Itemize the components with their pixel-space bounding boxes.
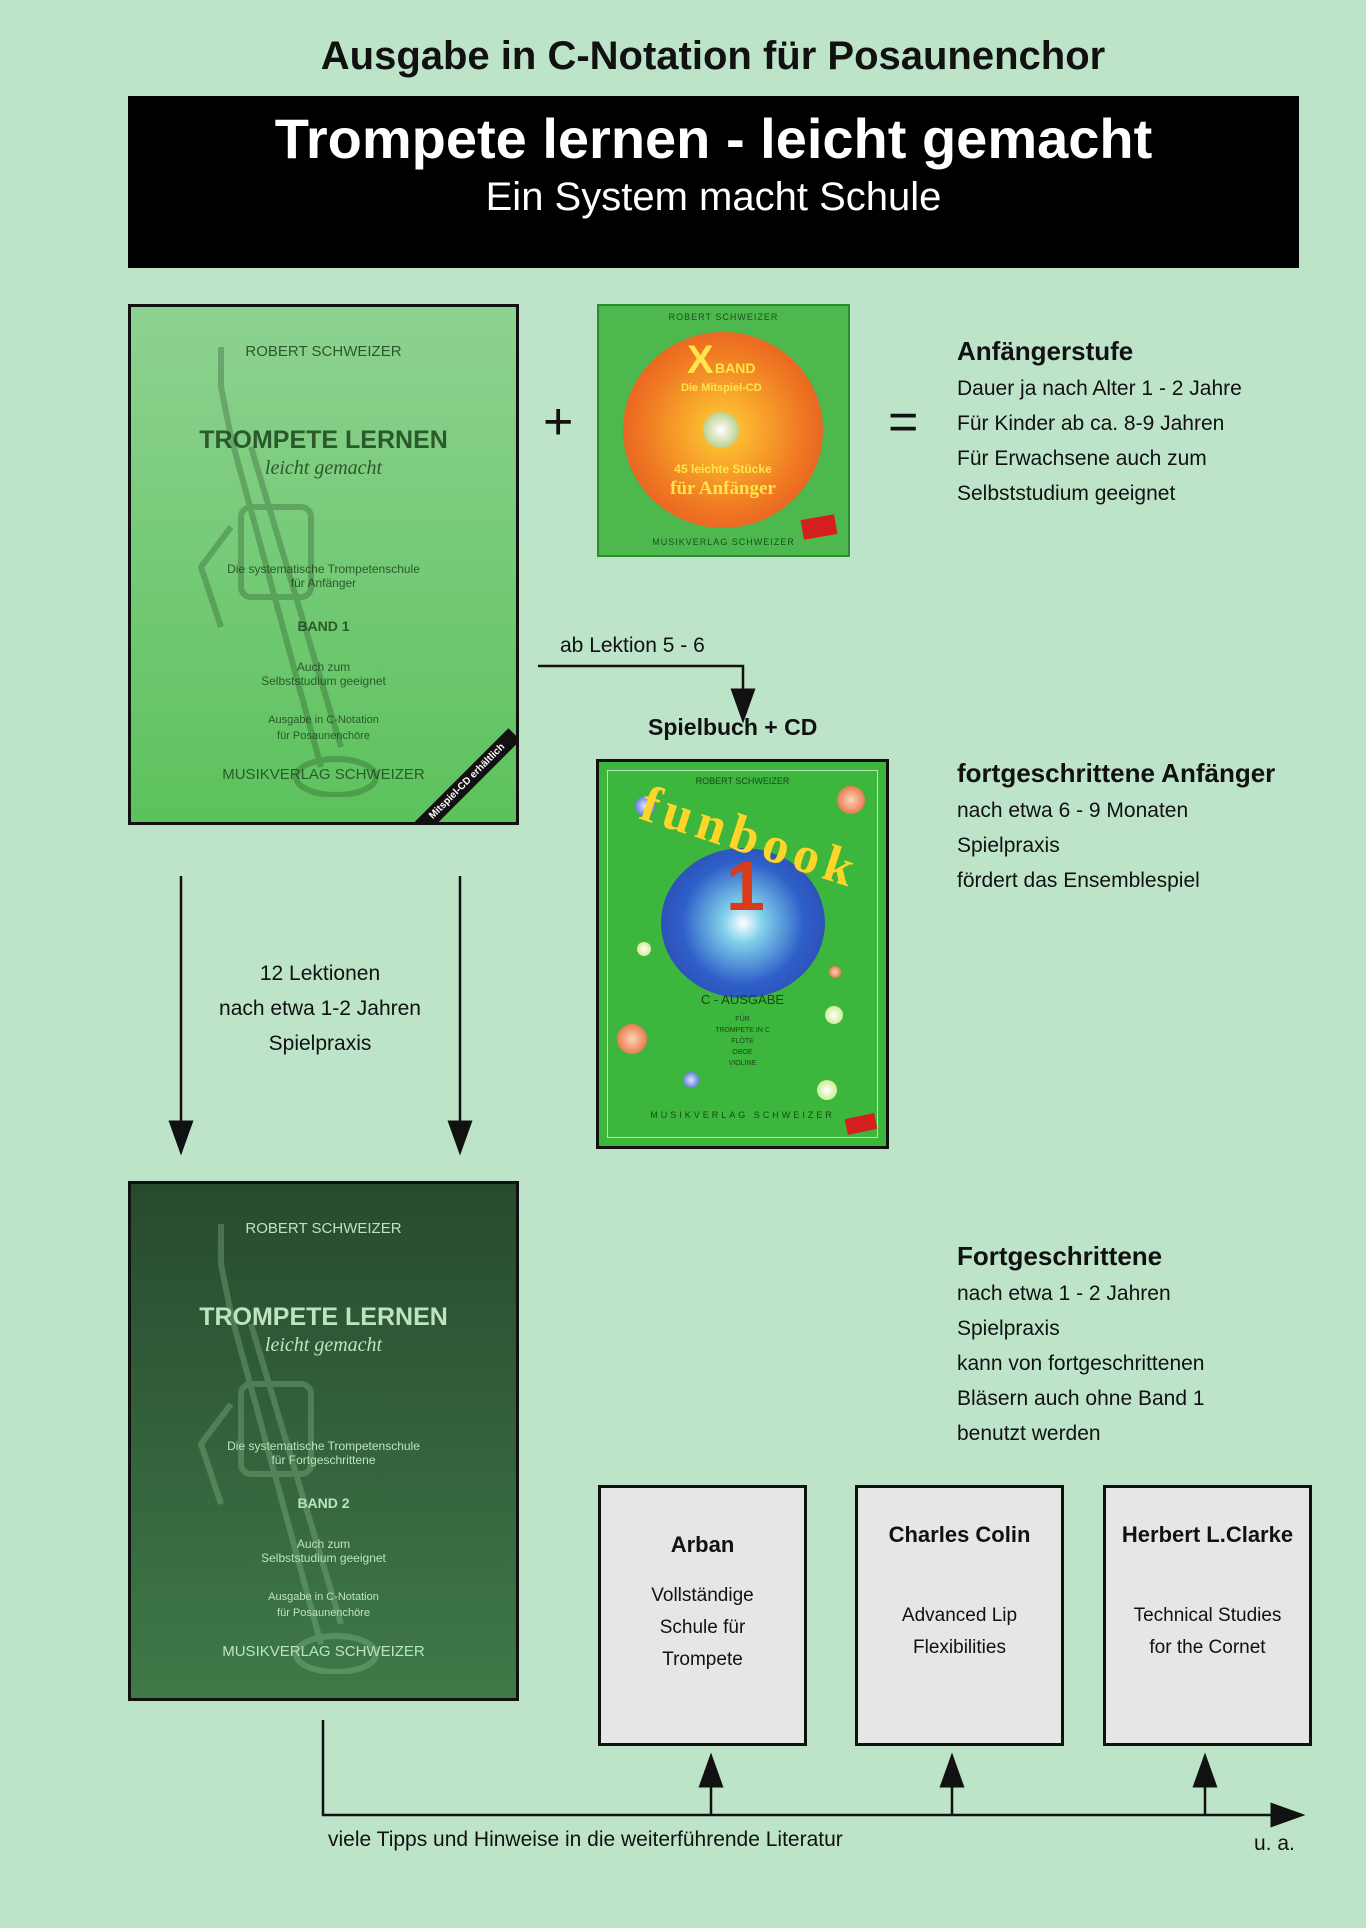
book-author: ROBERT SCHWEIZER [245, 1220, 402, 1237]
lessons-line: 12 Lektionen [259, 962, 381, 985]
spielbuch-label: Spielbuch + CD [648, 714, 818, 740]
funbook-disc-icon [661, 848, 825, 998]
arrow-to-spielbuch [538, 664, 756, 724]
trumpet-icon [197, 347, 379, 797]
edition-subtitle: Ausgabe in C-Notation für Posaunenchor [320, 34, 1106, 78]
funbook-number: 1 [726, 847, 765, 925]
book-title: TROMPETE LERNEN [199, 1303, 448, 1331]
stage-description: Dauer ja nach Alter 1 - 2 Jahre Für Kind… [957, 371, 1242, 511]
stage-advanced-beginner: fortgeschrittene Anfänger nach etwa 6 - … [957, 758, 1275, 898]
funbook-cover: ROBERT SCHWEIZER funbook 1 C - AUSGABE F… [596, 759, 889, 1149]
cd-disc-icon: X BAND Die Mitspiel-CD 45 leichte Stücke… [623, 332, 823, 528]
book-cover-band-2: ROBERT SCHWEIZER TROMPETE LERNEN leicht … [128, 1181, 519, 1701]
book-edition: Ausgabe in C-Notation für Posaunenchöre [268, 714, 379, 742]
funbook-instruments: FÜR TROMPETE IN C FLÖTE OBOE VIOLINE [715, 1016, 770, 1067]
stage-line: Für Kinder ab ca. 8-9 Jahren [957, 412, 1225, 435]
book-edition: Ausgabe in C-Notation für Posaunenchöre [268, 1591, 379, 1619]
book-subtitle: leicht gemacht [264, 1334, 383, 1356]
literature-caption: viele Tipps und Hinweise in die weiterfü… [328, 1828, 843, 1851]
lessons-text: 12 Lektionen nach etwa 1-2 Jahren Spielp… [200, 956, 440, 1061]
ball-icon [617, 1024, 647, 1054]
stage-line: benutzt werden [957, 1422, 1101, 1445]
lessons-line: nach etwa 1-2 Jahren [219, 997, 421, 1020]
book-publisher: MUSIKVERLAG SCHWEIZER [222, 766, 425, 783]
book-note: Auch zum Selbststudium geeignet [261, 660, 386, 688]
book-subtitle: leicht gemacht [264, 457, 383, 479]
stage-line: Spielpraxis [957, 834, 1060, 857]
ball-icon [817, 1080, 837, 1100]
cd-author: ROBERT SCHWEIZER [668, 312, 779, 322]
book-cover-band-1: ROBERT SCHWEIZER TROMPETE LERNEN leicht … [128, 304, 519, 825]
literature-desc: Advanced Lip Flexibilities [901, 1605, 1018, 1658]
funbook-publisher: MUSIKVERLAG SCHWEIZER [650, 1110, 835, 1120]
literature-title: Arban [670, 1532, 735, 1557]
cd-cover: ROBERT SCHWEIZER X BAND Die Mitspiel-CD … [597, 304, 850, 557]
cd-line-3: für Anfänger [670, 478, 776, 499]
ball-icon [635, 796, 655, 816]
lessons-line: Spielpraxis [268, 1032, 372, 1055]
ball-icon [825, 1006, 843, 1024]
book-band: BAND 2 [297, 1495, 350, 1511]
cd-publisher: MUSIKVERLAG SCHWEIZER [652, 537, 795, 547]
cd-brand-band: BAND [715, 360, 756, 376]
stage-line: Spielpraxis [957, 1317, 1060, 1340]
stage-line: nach etwa 1 - 2 Jahren [957, 1282, 1171, 1305]
cd-line-2: 45 leichte Stücke [674, 462, 772, 476]
book-description: Die systematische Trompetenschule für An… [227, 562, 420, 590]
literature-title: Charles Colin [888, 1522, 1031, 1547]
cd-line-1: Die Mitspiel-CD [681, 382, 762, 394]
cd-brand-x: X [687, 338, 714, 382]
literature-title: Herbert L.Clarke [1121, 1522, 1294, 1547]
stage-advanced: Fortgeschrittene nach etwa 1 - 2 Jahren … [957, 1241, 1205, 1451]
page-title: Trompete lernen - leicht gemacht [274, 107, 1153, 170]
stage-line: kann von fortgeschrittenen [957, 1352, 1205, 1375]
stage-description: nach etwa 6 - 9 Monaten Spielpraxis förd… [957, 793, 1275, 898]
literature-desc: Vollständige Schule für Trompete [651, 1585, 754, 1670]
stage-heading: fortgeschrittene Anfänger [957, 758, 1276, 788]
stage-line: fördert das Ensemblespiel [957, 869, 1200, 892]
book-description: Die systematische Trompetenschule für Fo… [227, 1439, 420, 1467]
literature-desc: Technical Studies for the Cornet [1133, 1605, 1282, 1658]
stage-beginner: Anfängerstufe Dauer ja nach Alter 1 - 2 … [957, 336, 1242, 511]
book-author: ROBERT SCHWEIZER [245, 343, 402, 360]
book-note: Auch zum Selbststudium geeignet [261, 1537, 386, 1565]
title-banner: Trompete lernen - leicht gemacht Ein Sys… [128, 96, 1299, 268]
book-band: BAND 1 [297, 618, 350, 634]
ball-icon [837, 786, 865, 814]
funbook-author: ROBERT SCHWEIZER [695, 776, 790, 786]
literature-box-colin: Charles Colin Advanced Lip Flexibilities [855, 1485, 1064, 1746]
arrow-literature [321, 1720, 1306, 1828]
stage-heading: Fortgeschrittene [957, 1241, 1163, 1271]
page-tagline: Ein System macht Schule [485, 175, 942, 219]
book-title: TROMPETE LERNEN [199, 426, 448, 454]
stage-line: nach etwa 6 - 9 Monaten [957, 799, 1189, 822]
ball-icon [829, 966, 841, 978]
book-publisher: MUSIKVERLAG SCHWEIZER [222, 1643, 425, 1660]
funbook-frame [607, 770, 878, 1138]
etc-label: u. a. [1254, 1832, 1295, 1855]
stage-line: Bläsern auch ohne Band 1 [957, 1387, 1205, 1410]
stage-description: nach etwa 1 - 2 Jahren Spielpraxis kann … [957, 1276, 1205, 1451]
stage-line: Dauer ja nach Alter 1 - 2 Jahre [957, 377, 1242, 400]
ball-icon [637, 942, 651, 956]
stage-heading: Anfängerstufe [957, 336, 1134, 366]
stage-line: Für Erwachsene auch zum [957, 447, 1207, 470]
from-lesson-label: ab Lektion 5 - 6 [560, 634, 705, 657]
literature-box-clarke: Herbert L.Clarke Technical Studies for t… [1103, 1485, 1312, 1746]
plus-icon: + [543, 393, 574, 451]
funbook-caption: C - AUSGABE [700, 992, 785, 1007]
cd-hole [703, 412, 739, 448]
trumpet-icon [197, 1224, 379, 1674]
ball-icon [683, 1072, 699, 1088]
stage-line: Selbststudium geeignet [957, 482, 1176, 505]
equals-icon: = [888, 393, 919, 451]
literature-box-arban: Arban Vollständige Schule für Trompete [598, 1485, 807, 1746]
